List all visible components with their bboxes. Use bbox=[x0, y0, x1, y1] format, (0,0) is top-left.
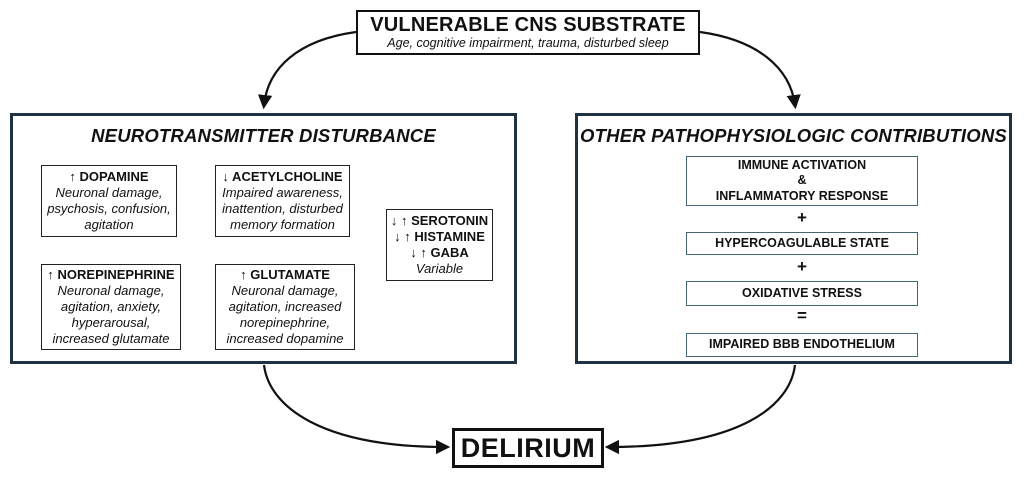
acetylcholine-box: ↓ ACETYLCHOLINE Impaired awareness, inat… bbox=[215, 165, 350, 237]
glutamate-box: ↑ GLUTAMATE Neuronal damage, agitation, … bbox=[215, 264, 355, 350]
substrate-subtitle: Age, cognitive impairment, trauma, distu… bbox=[387, 35, 669, 50]
arrow-substrate-to-pathophysiologic bbox=[699, 30, 801, 110]
serotonin-histamine-gaba-box: ↓ ↑ SEROTONIN ↓ ↑ HISTAMINE ↓ ↑ GABA Var… bbox=[386, 209, 493, 281]
hypercoagulable-state-box: HYPERCOAGULABLE STATE bbox=[686, 232, 918, 255]
hypercoagulable-label: HYPERCOAGULABLE STATE bbox=[715, 235, 889, 250]
norepinephrine-effects: Neuronal damage, agitation, anxiety, hyp… bbox=[52, 283, 170, 346]
arrow-substrate-to-neurotransmitter bbox=[257, 30, 357, 110]
immune-line-3: INFLAMMATORY RESPONSE bbox=[715, 188, 889, 203]
pathophysiologic-panel-title: OTHER PATHOPHYSIOLOGIC CONTRIBUTIONS bbox=[580, 125, 1007, 146]
monoamines-effects: Variable bbox=[415, 261, 464, 277]
immune-activation-box: IMMUNE ACTIVATION & INFLAMMATORY RESPONS… bbox=[686, 156, 918, 206]
histamine-line: ↓ ↑ HISTAMINE bbox=[394, 228, 485, 244]
glutamate-heading: ↑ GLUTAMATE bbox=[240, 267, 330, 283]
impaired-bbb-box: IMPAIRED BBB ENDOTHELIUM bbox=[686, 333, 918, 357]
norepinephrine-box: ↑ NOREPINEPHRINE Neuronal damage, agitat… bbox=[41, 264, 181, 350]
norepinephrine-heading: ↑ NOREPINEPHRINE bbox=[47, 267, 175, 283]
dopamine-effects: Neuronal damage, psychosis, confusion, a… bbox=[47, 185, 171, 233]
gaba-line: ↓ ↑ GABA bbox=[410, 245, 469, 261]
equals-operator: = bbox=[797, 306, 807, 325]
serotonin-line: ↓ ↑ SEROTONIN bbox=[390, 212, 489, 228]
plus-operator-2: + bbox=[797, 257, 807, 276]
immune-line-2: & bbox=[797, 173, 807, 188]
acetylcholine-heading: ↓ ACETYLCHOLINE bbox=[222, 169, 343, 185]
arrow-neurotransmitter-to-delirium bbox=[262, 364, 451, 455]
neurotransmitter-panel: NEUROTRANSMITTER DISTURBANCE ↑ DOPAMINE … bbox=[10, 113, 517, 364]
delirium-box: DELIRIUM bbox=[452, 428, 604, 468]
impaired-bbb-label: IMPAIRED BBB ENDOTHELIUM bbox=[709, 337, 895, 352]
neurotransmitter-panel-title: NEUROTRANSMITTER DISTURBANCE bbox=[91, 125, 436, 146]
delirium-title: DELIRIUM bbox=[460, 432, 596, 463]
substrate-title: VULNERABLE CNS SUBSTRATE bbox=[370, 13, 686, 36]
pathophysiologic-panel: OTHER PATHOPHYSIOLOGIC CONTRIBUTIONS IMM… bbox=[575, 113, 1012, 364]
oxidative-stress-label: OXIDATIVE STRESS bbox=[742, 285, 862, 300]
dopamine-box: ↑ DOPAMINE Neuronal damage, psychosis, c… bbox=[41, 165, 177, 237]
glutamate-effects: Neuronal damage, agitation, increased no… bbox=[226, 283, 344, 346]
arrow-pathophysiologic-to-delirium bbox=[604, 364, 797, 455]
oxidative-stress-box: OXIDATIVE STRESS bbox=[686, 281, 918, 306]
immune-line-1: IMMUNE ACTIVATION bbox=[737, 158, 867, 173]
dopamine-heading: ↑ DOPAMINE bbox=[69, 169, 149, 185]
vulnerable-cns-substrate-box: VULNERABLE CNS SUBSTRATE Age, cognitive … bbox=[356, 10, 700, 55]
plus-operator-1: + bbox=[797, 208, 807, 227]
acetylcholine-effects: Impaired awareness, inattention, disturb… bbox=[222, 185, 343, 233]
